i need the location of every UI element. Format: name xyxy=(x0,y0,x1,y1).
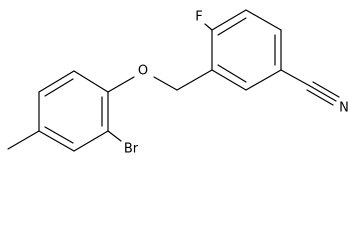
ring-bond xyxy=(211,69,247,91)
ring-bond xyxy=(73,130,109,152)
molecule-diagram: F N O Br xyxy=(7,9,349,157)
nitrogen-atom-label: N xyxy=(339,101,349,116)
ring-double-bond xyxy=(44,126,74,144)
bromine-bond xyxy=(107,130,122,142)
ring-double-bond xyxy=(44,78,74,97)
ring-bond xyxy=(73,70,109,93)
ring-bond xyxy=(245,69,282,91)
ring-double-bond xyxy=(217,64,247,83)
ring-bond xyxy=(38,130,75,152)
structure-svg: F N O Br xyxy=(7,9,349,157)
bromine-atom-label: Br xyxy=(124,142,139,157)
ring-bond xyxy=(245,9,282,31)
fluorine-bond xyxy=(204,23,213,31)
ring-bond xyxy=(211,9,247,31)
nitrile-triple-bond-2 xyxy=(309,85,337,102)
benzyl-methylene-bond xyxy=(176,69,213,91)
benzonitrile-ring xyxy=(211,9,282,91)
methyl-bond xyxy=(7,130,40,150)
bromotoluene-ring xyxy=(38,70,109,152)
nitrile-triple-bond-1 xyxy=(306,89,334,106)
ether-bond-right xyxy=(153,76,178,91)
ether-bond-left xyxy=(107,76,135,93)
nitrile-triple-bond-3 xyxy=(312,81,340,98)
nitrile-single-bond xyxy=(280,69,311,87)
ring-double-bond xyxy=(217,17,247,36)
ring-bond xyxy=(38,70,75,93)
fluorine-atom-label: F xyxy=(195,10,202,25)
oxygen-atom-label: O xyxy=(138,64,148,79)
